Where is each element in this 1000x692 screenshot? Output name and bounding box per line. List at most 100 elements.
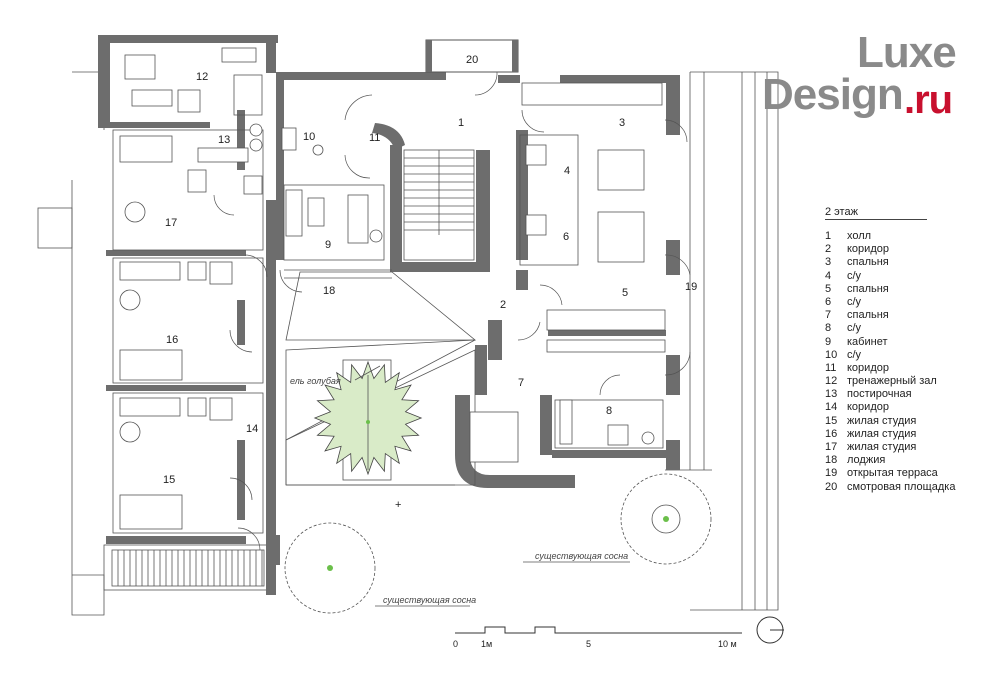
legend-item: 10 с/у: [825, 349, 995, 362]
site-outlines: [37, 71, 779, 616]
room-13: 13: [218, 134, 230, 146]
legend-item: 18 лоджия: [825, 454, 995, 467]
legend-item: 2 коридор: [825, 243, 995, 256]
room-12: 12: [196, 71, 208, 83]
room-1: 1: [458, 117, 464, 129]
legend-title: 2 этаж: [825, 206, 927, 220]
legend-item-number: 15: [825, 414, 838, 427]
legend-item-number: 20: [825, 480, 838, 493]
room-7: 7: [518, 377, 524, 389]
legend-item: 14 коридор: [825, 401, 995, 414]
scale-labels: 0 1м 5 10 м: [448, 615, 748, 655]
legend-item-number: 9: [825, 335, 832, 348]
legend-item-number: 5: [825, 282, 832, 295]
legend-item-label: спальня: [847, 256, 889, 269]
legend-item-number: 14: [825, 401, 838, 414]
legend-item-number: 19: [825, 467, 838, 480]
room-4: 4: [564, 165, 570, 177]
legend-item: 17 жилая студия: [825, 441, 995, 454]
legend-item-number: 11: [825, 361, 837, 374]
legend-item-number: 8: [825, 322, 832, 335]
legend-item-number: 12: [825, 375, 838, 388]
legend-item: 19 открытая терраса: [825, 467, 995, 480]
interior-lines: [112, 82, 666, 534]
legend-item: 5 спальня: [825, 283, 995, 296]
north-arrow: [756, 616, 784, 644]
spruce-label: ель голубая: [290, 376, 341, 386]
legend-item-number: 6: [825, 295, 832, 308]
room-8: 8: [606, 405, 612, 417]
legend-item-number: 7: [825, 309, 832, 322]
svg-text:+: +: [395, 499, 401, 511]
legend-item-number: 18: [825, 454, 838, 467]
fixtures: [119, 47, 655, 530]
legend-item: 12 тренажерный зал: [825, 375, 995, 388]
walls: [98, 35, 680, 595]
legend-item-label: коридор: [847, 361, 889, 374]
legend-item-number: 16: [825, 427, 838, 440]
legend-item-number: 3: [825, 256, 832, 269]
room-5: 5: [622, 287, 628, 299]
legend-item: 9 кабинет: [825, 336, 995, 349]
legend-item: 15 жилая студия: [825, 415, 995, 428]
room-19: 19: [685, 281, 697, 293]
legend-item-label: с/у: [847, 322, 862, 335]
room-18: 18: [323, 285, 335, 297]
legend-item: 11 коридор: [825, 362, 995, 375]
legend-item: 3 спальня: [825, 256, 995, 269]
room-17: 17: [165, 217, 177, 229]
legend-item-label: жилая студия: [847, 441, 917, 453]
room-6: 6: [563, 231, 569, 243]
legend-item-label: спальня: [847, 282, 889, 295]
room-15: 15: [163, 474, 175, 486]
scale-bar: [455, 626, 742, 634]
room-3: 3: [619, 117, 625, 129]
legend-item-label: лоджия: [847, 454, 886, 467]
trees: +: [284, 359, 712, 614]
room-2: 2: [500, 299, 506, 311]
scale-10m: 10 м: [718, 639, 737, 649]
legend-item-number: 2: [825, 243, 832, 256]
legend-item: 20 смотровая площадка: [825, 481, 995, 494]
room-16: 16: [166, 334, 178, 346]
legend-item-label: с/у: [847, 269, 862, 282]
legend-item-label: смотровая площадка: [847, 480, 956, 493]
legend-item-label: холл: [847, 230, 872, 242]
legend-item-label: открытая терраса: [847, 467, 938, 480]
legend-item-number: 17: [825, 441, 838, 453]
legend-item-label: тренажерный зал: [847, 375, 937, 388]
spruce-tree: [313, 360, 423, 476]
logo-design: Design: [762, 70, 904, 119]
legend-item-number: 13: [825, 388, 838, 401]
legend-item-label: постирочная: [847, 388, 912, 401]
scale-1m: 1м: [481, 639, 493, 649]
scale-5: 5: [586, 639, 592, 649]
pine-right-label: существующая сосна: [535, 551, 628, 561]
pine-tree-left: [284, 522, 376, 614]
room-numbers: 20 12 1 3 13 10 11 4 17 6 9 19 18 5 2 16…: [163, 54, 697, 486]
room-20: 20: [466, 54, 478, 66]
legend-item-label: коридор: [847, 401, 889, 414]
legend-item-number: 10: [825, 348, 838, 361]
logo-luxe: Luxe: [857, 28, 957, 77]
legend-item-label: с/у: [847, 348, 862, 361]
luxedesign-logo: Luxe Design .ru: [762, 28, 972, 128]
doors: [213, 71, 691, 551]
scale-0: 0: [453, 639, 459, 649]
legend-item-number: 4: [825, 269, 832, 282]
legend-item-label: коридор: [847, 243, 889, 256]
legend-item: 4 с/у: [825, 270, 995, 283]
room-14: 14: [246, 423, 258, 435]
logo-ru: .ru: [904, 78, 953, 122]
room-10: 10: [303, 131, 315, 143]
legend-item-label: кабинет: [847, 335, 888, 348]
legend-item: 8 с/у: [825, 322, 995, 335]
stairs: [111, 74, 475, 587]
legend-item-label: жилая студия: [847, 414, 917, 427]
